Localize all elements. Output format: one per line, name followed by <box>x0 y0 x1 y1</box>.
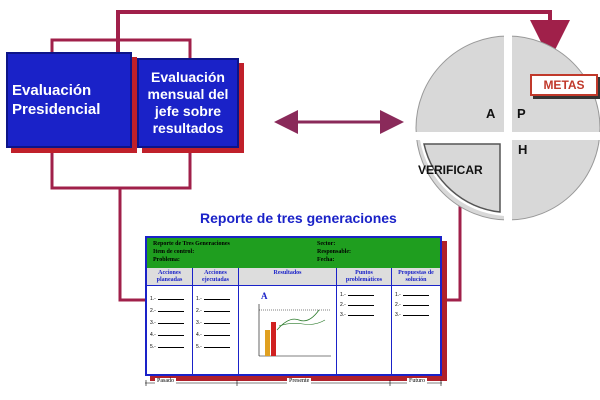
results-chart-letter: A <box>261 291 268 301</box>
goals-box: METAS <box>530 74 598 96</box>
report-column-issues: Puntos problemáticos 1.- 2.- 3.- <box>337 268 392 374</box>
report-header-problem: Problema: <box>153 257 180 263</box>
report-timeline: Pasado Presente Futuro <box>145 378 442 387</box>
bottom-bracket-line <box>50 150 192 190</box>
report-card: Reporte de Tres Generaciones Item de con… <box>145 236 442 376</box>
report-column-solutions: Propuestas de solución 1.- 2.- 3.- <box>392 268 440 374</box>
results-mini-chart: A <box>258 291 331 357</box>
column-header-results: Resultados <box>239 268 336 286</box>
report-column-results: Resultados A <box>239 268 337 374</box>
planned-item: 4.- <box>150 332 184 338</box>
left-bracket-line <box>50 38 192 58</box>
executed-item: 4.- <box>196 332 230 338</box>
planned-item: 3.- <box>150 320 184 326</box>
report-circle-line <box>442 200 462 302</box>
pdca-label-verify: VERIFICAR <box>418 163 483 177</box>
planned-item: 1.- <box>150 296 184 302</box>
issue-item: 2.- <box>340 302 374 308</box>
report-column-executed: Acciones ejecutadas 1.- 2.- 3.- 4.- 5.- <box>193 268 239 374</box>
report-header-owner: Responsable: <box>317 249 352 255</box>
report-column-planned: Acciones planeadas 1.- 2.- 3.- 4.- 5.- <box>147 268 193 374</box>
column-header-executed: Acciones ejecutadas <box>193 268 238 286</box>
pdca-circle <box>408 28 600 228</box>
report-header-control-item: Item de control: <box>153 249 195 255</box>
goals-label: METAS <box>543 78 585 92</box>
solution-item: 2.- <box>395 302 429 308</box>
top-loop-line <box>116 10 570 60</box>
issue-item: 3.- <box>340 312 374 318</box>
presidential-evaluation-box: Evaluación Presidencial <box>6 52 132 148</box>
solution-item: 1.- <box>395 292 429 298</box>
monthly-evaluation-box: Evaluación mensual del jefe sobre result… <box>137 58 239 148</box>
column-header-issues: Puntos problemáticos <box>337 268 391 286</box>
timeline-present: Presente <box>287 378 312 384</box>
solution-item: 3.- <box>395 312 429 318</box>
column-header-planned: Acciones planeadas <box>147 268 192 286</box>
report-link-line <box>118 188 145 302</box>
report-header-date: Fecha: <box>317 257 335 263</box>
executed-item: 5.- <box>196 344 230 350</box>
planned-item: 2.- <box>150 308 184 314</box>
planned-item: 5.- <box>150 344 184 350</box>
pdca-label-a: A <box>486 106 496 121</box>
column-header-solutions: Propuestas de solución <box>392 268 440 286</box>
executed-item: 1.- <box>196 296 230 302</box>
executed-item: 3.- <box>196 320 230 326</box>
presidential-evaluation-label: Evaluación Presidencial <box>12 82 101 118</box>
report-title: Reporte de tres generaciones <box>200 210 397 226</box>
report-header: Reporte de Tres Generaciones Item de con… <box>147 238 440 268</box>
executed-item: 2.- <box>196 308 230 314</box>
issue-item: 1.- <box>340 292 374 298</box>
pdca-label-h: H <box>518 142 528 157</box>
pdca-label-p: P <box>517 106 526 121</box>
report-header-title: Reporte de Tres Generaciones <box>153 241 230 247</box>
report-header-sector: Sector: <box>317 241 336 247</box>
timeline-future: Futuro <box>407 378 428 384</box>
timeline-past: Pasado <box>155 378 176 384</box>
monthly-evaluation-label: Evaluación mensual del jefe sobre result… <box>147 69 229 136</box>
